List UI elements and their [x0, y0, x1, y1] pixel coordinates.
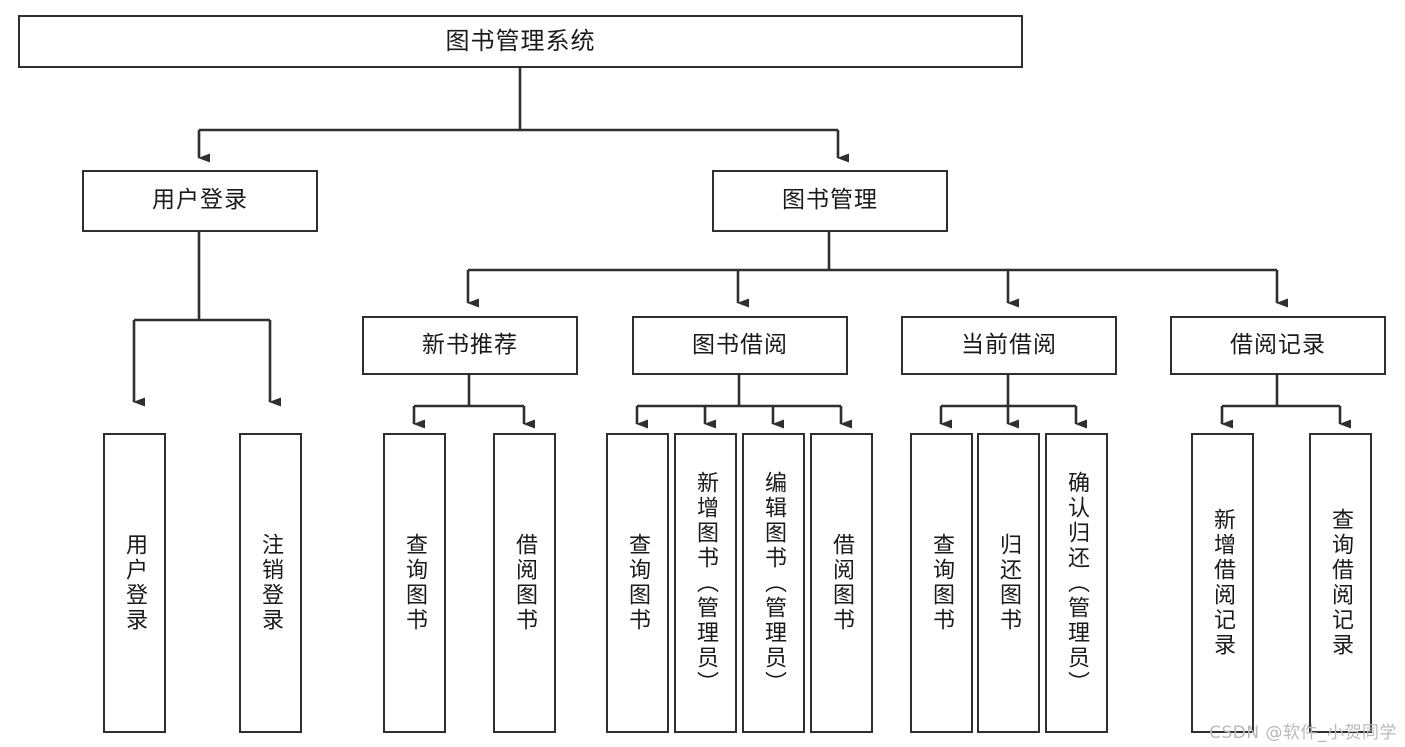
node-borrow-record[interactable]: 借阅记录 — [1170, 316, 1386, 375]
leaf-current-confirm-return[interactable]: 确认归还（管理员） — [1045, 433, 1108, 733]
node-label: 借阅记录 — [1230, 331, 1326, 358]
node-label: 查询借阅记录 — [1328, 508, 1354, 658]
node-label: 编辑图书（管理员） — [761, 470, 787, 696]
node-label: 借阅图书 — [829, 533, 855, 633]
csdn-watermark: CSDN @软件_小贺同学 — [1209, 723, 1397, 743]
node-label: 图书借阅 — [692, 331, 788, 358]
leaf-borrow-add-book[interactable]: 新增图书（管理员） — [674, 433, 737, 733]
node-label: 用户登录 — [152, 187, 248, 214]
node-label: 查询图书 — [402, 533, 428, 633]
node-new-book-recommend[interactable]: 新书推荐 — [362, 316, 578, 375]
node-current-borrow[interactable]: 当前借阅 — [901, 316, 1117, 375]
leaf-new-book-borrow[interactable]: 借阅图书 — [493, 433, 556, 733]
node-book-borrow[interactable]: 图书借阅 — [632, 316, 848, 375]
leaf-borrow-borrow-book[interactable]: 借阅图书 — [810, 433, 873, 733]
node-label: 当前借阅 — [961, 331, 1057, 358]
leaf-new-book-query[interactable]: 查询图书 — [383, 433, 446, 733]
leaf-user-login-logout[interactable]: 注销登录 — [239, 433, 302, 733]
node-label: 借阅图书 — [512, 533, 538, 633]
node-label: 新增图书（管理员） — [693, 470, 719, 696]
node-label: 查询图书 — [625, 533, 651, 633]
node-root-system[interactable]: 图书管理系统 — [18, 15, 1023, 68]
node-book-management[interactable]: 图书管理 — [712, 170, 948, 232]
leaf-record-add[interactable]: 新增借阅记录 — [1191, 433, 1254, 733]
leaf-record-query[interactable]: 查询借阅记录 — [1309, 433, 1372, 733]
node-label: 新增借阅记录 — [1210, 508, 1236, 658]
leaf-current-return-book[interactable]: 归还图书 — [977, 433, 1040, 733]
leaf-borrow-query-book[interactable]: 查询图书 — [606, 433, 669, 733]
node-user-login[interactable]: 用户登录 — [82, 170, 318, 232]
node-label: 用户登录 — [122, 533, 148, 633]
node-label: 注销登录 — [258, 533, 284, 633]
leaf-user-login-login[interactable]: 用户登录 — [103, 433, 166, 733]
node-label: 归还图书 — [996, 533, 1022, 633]
node-label: 图书管理系统 — [445, 27, 596, 56]
node-label: 查询图书 — [929, 533, 955, 633]
leaf-current-query-book[interactable]: 查询图书 — [910, 433, 973, 733]
node-label: 图书管理 — [782, 187, 878, 214]
node-label: 新书推荐 — [422, 331, 518, 358]
node-label: 确认归还（管理员） — [1064, 470, 1090, 696]
leaf-borrow-edit-book[interactable]: 编辑图书（管理员） — [742, 433, 805, 733]
